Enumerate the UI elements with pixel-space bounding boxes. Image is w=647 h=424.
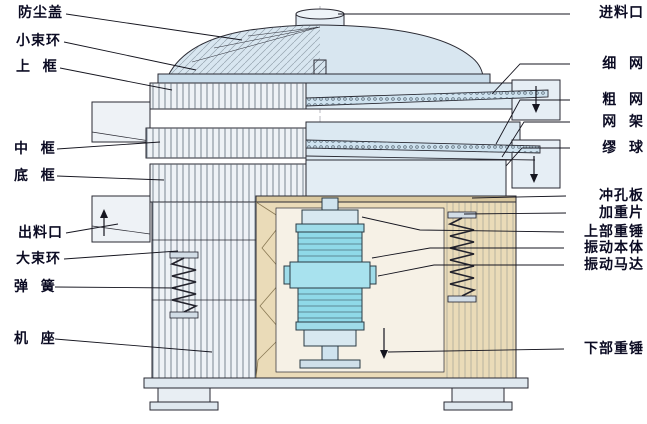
label-upper-weight: 上部重锤: [584, 224, 644, 240]
label-upper-frame: 上 框: [16, 59, 58, 75]
label-discharge-outlet: 出料口: [18, 225, 63, 241]
punched-plate-shape: [255, 195, 517, 203]
base-column-shape: [151, 201, 257, 381]
feed-inlet-shape: [295, 8, 345, 28]
machine-base-shape: [143, 377, 529, 411]
label-dust-cover: 防尘盖: [18, 5, 63, 21]
label-large-clamp-ring: 大束环: [16, 251, 61, 267]
label-feed-inlet: 进料口: [599, 5, 644, 21]
label-weight-plate: 加重片: [599, 205, 644, 221]
discharge-outlet-shape: [91, 195, 151, 243]
motor-assembly-shape: [283, 197, 377, 369]
middle-frame-shape: [145, 121, 561, 189]
label-coarse-mesh: 粗 网: [602, 92, 644, 108]
coarse-mesh-shape: [305, 139, 541, 161]
lower-weight-shape: [303, 329, 357, 347]
fine-mesh-shape: [305, 89, 549, 107]
leader-lines: [54, 13, 570, 353]
label-spring: 弹 簧: [14, 279, 56, 295]
left-spring-shape: [169, 251, 199, 319]
mesh-frame-line: [305, 155, 536, 161]
label-machine-base: 机 座: [14, 331, 56, 347]
label-punched-plate: 冲孔板: [599, 188, 644, 204]
label-lower-weight: 下部重锤: [584, 341, 644, 357]
label-mesh-frame: 网 架: [602, 114, 644, 130]
label-vibration-motor: 振动马达: [584, 257, 644, 273]
bottom-frame-shape: [149, 159, 507, 203]
label-middle-frame: 中 框: [14, 141, 56, 157]
label-bottom-frame: 底 框: [14, 168, 56, 184]
label-fine-mesh: 细 网: [602, 56, 644, 72]
upper-spout-shape: [91, 101, 151, 143]
dust-cover-shape: [157, 24, 491, 84]
label-vibration-body: 振动本体: [584, 240, 644, 256]
upper-weight-shape: [301, 209, 359, 225]
label-bouncing-ball: 缪 球: [602, 140, 644, 156]
label-small-clamp-ring: 小束环: [16, 33, 61, 49]
